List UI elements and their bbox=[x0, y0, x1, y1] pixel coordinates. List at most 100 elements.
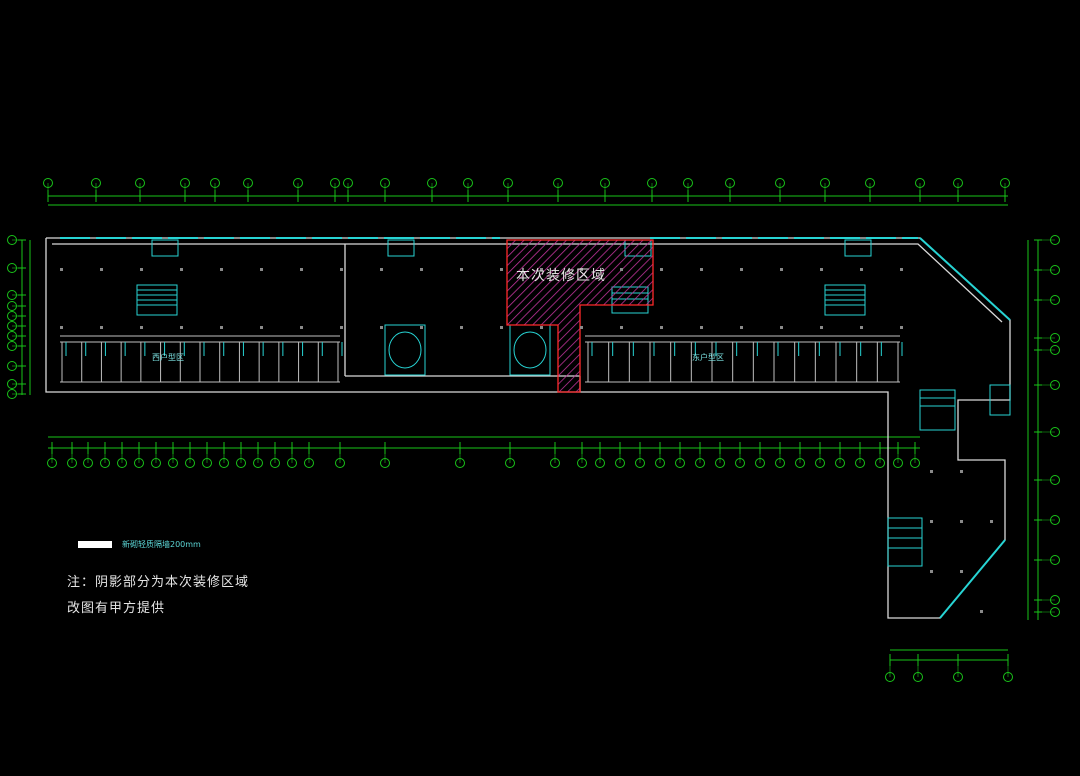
right-axis-bubble bbox=[1050, 380, 1060, 390]
bottom-axis-bubble bbox=[595, 458, 605, 468]
top-axis-bubble bbox=[553, 178, 563, 188]
top-dimension-lines bbox=[48, 195, 1008, 206]
bottom-axis-bubble bbox=[550, 458, 560, 468]
bottom-axis-bubble bbox=[577, 458, 587, 468]
column bbox=[580, 268, 583, 271]
bottom-axis-bubble bbox=[253, 458, 263, 468]
column bbox=[60, 326, 63, 329]
bottom-axis-bubble bbox=[47, 458, 57, 468]
left-axis-bubble bbox=[7, 263, 17, 273]
bottom-axis-bubble bbox=[755, 458, 765, 468]
left-axis-markers bbox=[7, 235, 26, 399]
column bbox=[930, 520, 933, 523]
left-axis-bubble bbox=[7, 235, 17, 245]
column bbox=[500, 268, 503, 271]
left-axis-bubble bbox=[7, 331, 17, 341]
top-axis-bubble bbox=[380, 178, 390, 188]
bottom-axis-bubble bbox=[83, 458, 93, 468]
column bbox=[140, 268, 143, 271]
column bbox=[540, 326, 543, 329]
bottom-axis-bubble bbox=[134, 458, 144, 468]
column bbox=[380, 326, 383, 329]
column bbox=[780, 268, 783, 271]
column bbox=[300, 268, 303, 271]
column bbox=[930, 570, 933, 573]
column bbox=[380, 268, 383, 271]
column bbox=[420, 268, 423, 271]
bottom-axis-bubble bbox=[815, 458, 825, 468]
left-axis-bubble bbox=[7, 321, 17, 331]
lower-axis-bubble bbox=[913, 672, 923, 682]
lower-right-axis-markers bbox=[885, 654, 1013, 682]
right-axis-bubble bbox=[1050, 607, 1060, 617]
column bbox=[980, 610, 983, 613]
left-axis-bubble bbox=[7, 290, 17, 300]
column bbox=[620, 268, 623, 271]
column bbox=[180, 326, 183, 329]
left-axis-bubble bbox=[7, 379, 17, 389]
column bbox=[660, 326, 663, 329]
column bbox=[340, 268, 343, 271]
column bbox=[930, 470, 933, 473]
top-axis-bubble bbox=[343, 178, 353, 188]
column bbox=[820, 268, 823, 271]
bottom-axis-bubble bbox=[151, 458, 161, 468]
bottom-axis-bubble bbox=[635, 458, 645, 468]
top-axis-bubble bbox=[43, 178, 53, 188]
column bbox=[780, 326, 783, 329]
renovation-zone bbox=[506, 239, 654, 393]
left-axis-bubble bbox=[7, 361, 17, 371]
bottom-axis-bubble bbox=[875, 458, 885, 468]
bottom-axis-bubble bbox=[219, 458, 229, 468]
column bbox=[740, 268, 743, 271]
column bbox=[700, 268, 703, 271]
top-axis-bubble bbox=[647, 178, 657, 188]
column bbox=[300, 326, 303, 329]
column bbox=[960, 570, 963, 573]
left-axis-bubble bbox=[7, 301, 17, 311]
bottom-axis-bubble bbox=[910, 458, 920, 468]
top-axis-bubble bbox=[293, 178, 303, 188]
room-partitions-west bbox=[61, 342, 343, 382]
column bbox=[500, 326, 503, 329]
right-axis-bubble bbox=[1050, 595, 1060, 605]
top-axis-bubble bbox=[725, 178, 735, 188]
top-axis-bubble bbox=[210, 178, 220, 188]
right-axis-bubble bbox=[1050, 427, 1060, 437]
bottom-axis-bubble bbox=[455, 458, 465, 468]
bottom-axis-bubble bbox=[380, 458, 390, 468]
column bbox=[860, 326, 863, 329]
column bbox=[460, 268, 463, 271]
column bbox=[860, 268, 863, 271]
column bbox=[900, 268, 903, 271]
right-axis-bubble bbox=[1050, 555, 1060, 565]
bottom-axis-bubble bbox=[185, 458, 195, 468]
legend-swatch bbox=[78, 541, 112, 548]
right-axis-bubble bbox=[1050, 345, 1060, 355]
top-axis-bubble bbox=[463, 178, 473, 188]
bottom-axis-bubble bbox=[270, 458, 280, 468]
column bbox=[220, 268, 223, 271]
top-axis-bubble bbox=[820, 178, 830, 188]
column bbox=[960, 470, 963, 473]
note-line-2: 改图有甲方提供 bbox=[67, 601, 166, 616]
lower-axis-bubble bbox=[1003, 672, 1013, 682]
bottom-axis-bubble bbox=[168, 458, 178, 468]
top-axis-bubble bbox=[683, 178, 693, 188]
bottom-axis-bubble bbox=[505, 458, 515, 468]
top-axis-bubble bbox=[600, 178, 610, 188]
top-axis-bubble bbox=[1000, 178, 1010, 188]
column bbox=[580, 326, 583, 329]
top-axis-bubble bbox=[503, 178, 513, 188]
column bbox=[960, 520, 963, 523]
bottom-axis-bubble bbox=[715, 458, 725, 468]
room-label-east: 东户型区 bbox=[692, 353, 724, 362]
bottom-axis-bubble bbox=[287, 458, 297, 468]
note-line-1: 注：阴影部分为本次装修区域 bbox=[67, 575, 250, 590]
right-axis-bubble bbox=[1050, 333, 1060, 343]
column bbox=[260, 268, 263, 271]
column bbox=[60, 268, 63, 271]
bottom-axis-bubble bbox=[335, 458, 345, 468]
bottom-axis-bubble bbox=[100, 458, 110, 468]
bottom-axis-bubble bbox=[117, 458, 127, 468]
